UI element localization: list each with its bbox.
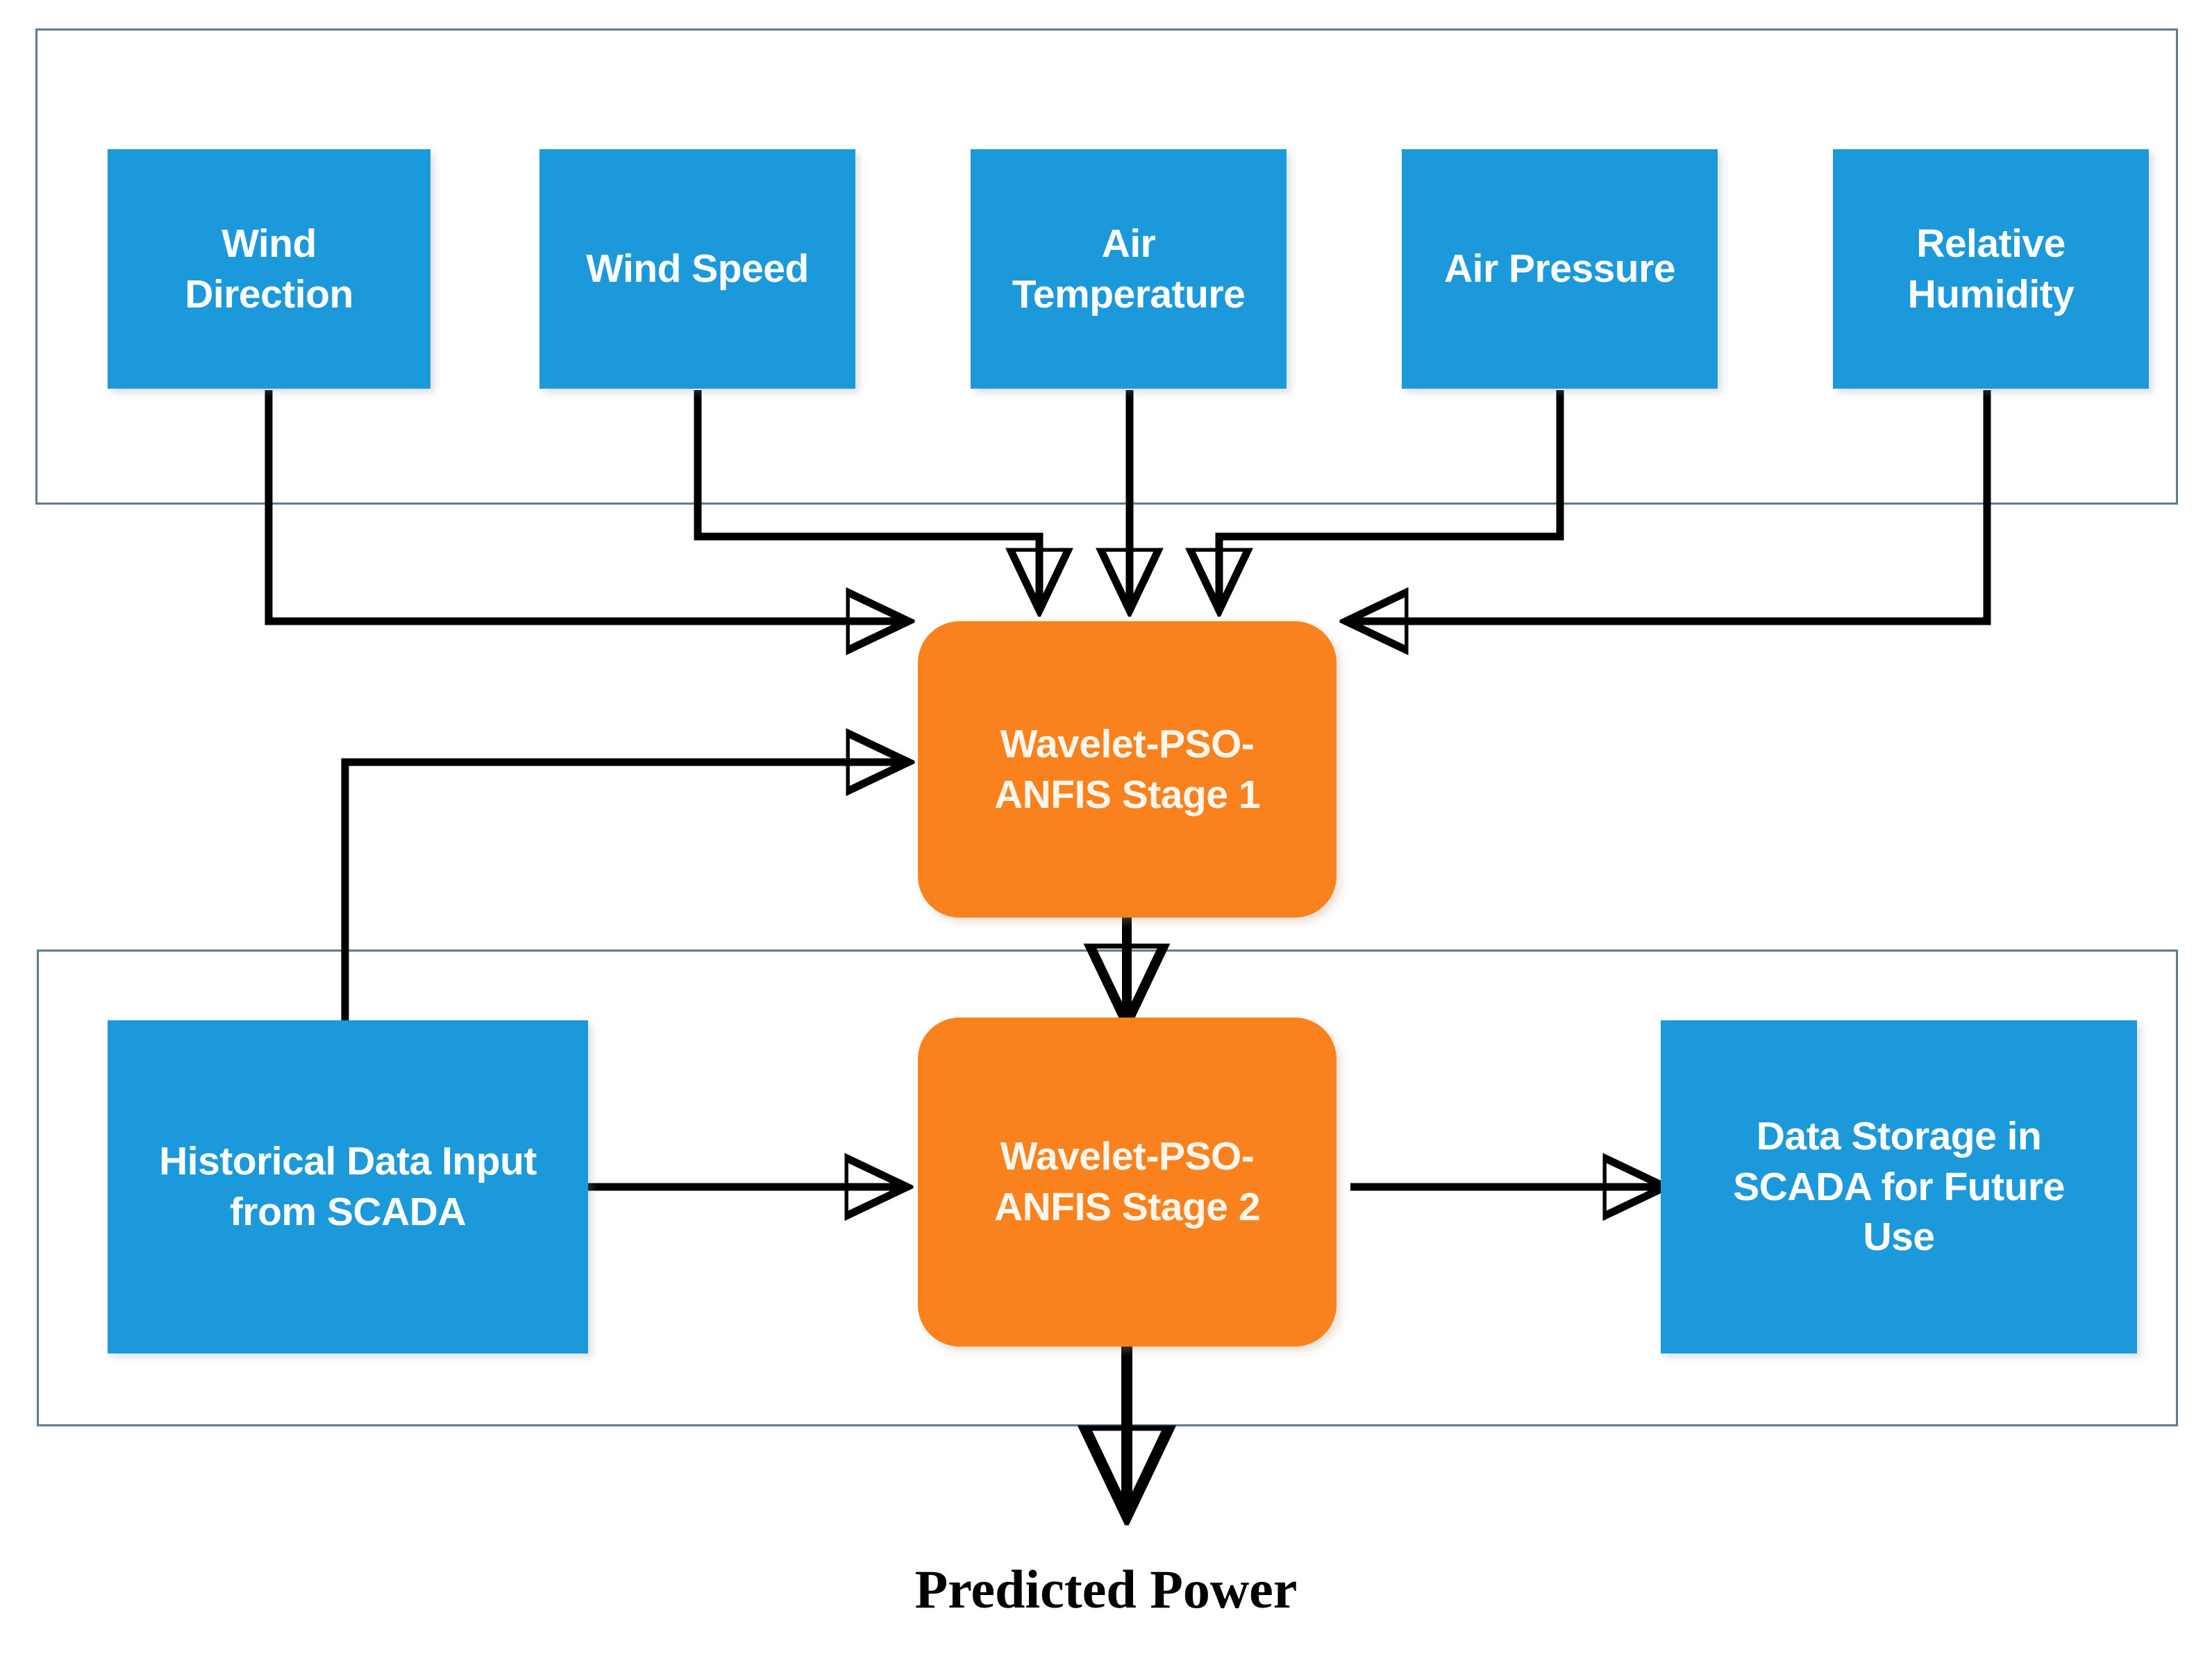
data-node-data-storage[interactable]: Data Storage in SCADA for Future Use [1661,1020,2137,1353]
process-node-stage-1[interactable]: Wavelet-PSO- ANFIS Stage 1 [918,621,1337,918]
input-node-relative-humidity[interactable]: Relative Humidity [1833,149,2149,389]
input-node-air-temperature[interactable]: Air Temperature [971,149,1287,389]
input-node-wind-speed[interactable]: Wind Speed [539,149,855,389]
input-node-air-pressure[interactable]: Air Pressure [1402,149,1718,389]
predicted-power-caption: Predicted Power [914,1559,1298,1619]
input-node-wind-direction[interactable]: Wind Direction [108,149,430,389]
weather-inputs-group-frame [35,28,2178,505]
process-node-stage-2[interactable]: Wavelet-PSO- ANFIS Stage 2 [918,1018,1337,1347]
data-node-historical-data[interactable]: Historical Data Input from SCADA [108,1020,588,1353]
